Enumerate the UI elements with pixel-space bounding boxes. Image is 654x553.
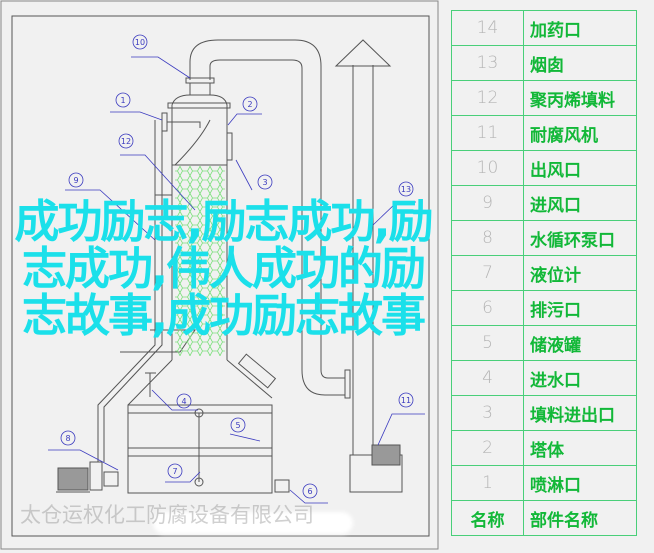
part-number: 10: [451, 150, 524, 186]
part-number: 12: [451, 80, 524, 116]
manhole: [237, 353, 277, 389]
drain-valve: [274, 479, 290, 493]
callout-1: 1: [120, 96, 125, 105]
outlet-pipe: [189, 39, 322, 370]
part-number: 2: [451, 430, 524, 466]
part-number: 9: [451, 185, 524, 221]
part-name: 填料进出口: [523, 395, 637, 431]
part-name: 水循环泵口: [523, 220, 637, 256]
callout-3: 3: [262, 178, 267, 187]
part-name: 液位计: [523, 255, 637, 291]
storage-tank: [127, 404, 273, 494]
part-name: 聚丙烯填料: [523, 80, 637, 116]
part-name: 烟囱: [523, 45, 637, 81]
callout-11: 11: [401, 396, 411, 405]
part-name: 加药口: [523, 10, 637, 46]
part-name: 进水口: [523, 360, 637, 396]
callout-10: 10: [135, 38, 145, 47]
callout-7: 7: [172, 467, 177, 476]
tower-body: [171, 94, 228, 360]
outer-border: [0, 0, 439, 550]
part-number: 5: [451, 325, 524, 361]
fan-flange: [344, 369, 351, 399]
header-num: 名称: [451, 500, 524, 536]
part-number: 11: [451, 115, 524, 151]
part-number: 1: [451, 465, 524, 501]
part-number: 4: [451, 360, 524, 396]
return-pipe: [97, 120, 163, 462]
part-number: 3: [451, 395, 524, 431]
part-number: 14: [451, 10, 524, 46]
callout-5: 5: [235, 421, 240, 430]
header-name: 部件名称: [523, 500, 637, 536]
part-name: 储液罐: [523, 325, 637, 361]
blurred-region: [153, 512, 353, 534]
part-name: 耐腐风机: [523, 115, 637, 151]
circulation-pump: [57, 467, 89, 491]
part-name: 排污口: [523, 290, 637, 326]
watermark: 太仓运权化工防腐设备有限公司: [20, 503, 314, 527]
drawing-frame: [11, 15, 430, 537]
spray-flange: [161, 112, 168, 132]
part-name: 喷淋口: [523, 465, 637, 501]
exhaust-fan: [371, 444, 401, 466]
callout-12: 12: [121, 137, 131, 146]
callout-8: 8: [65, 434, 70, 443]
side-port: [226, 132, 233, 161]
part-name: 塔体: [523, 430, 637, 466]
part-number: 6: [451, 290, 524, 326]
callout-9: 9: [73, 176, 78, 185]
part-number: 13: [451, 45, 524, 81]
callout-13: 13: [401, 185, 411, 194]
callout-2: 2: [247, 100, 252, 109]
callout-6: 6: [307, 487, 312, 496]
table-header-row: 名称 部件名称: [451, 500, 637, 536]
part-name: 出风口: [523, 150, 637, 186]
callout-4: 4: [181, 397, 186, 406]
part-name: 进风口: [523, 185, 637, 221]
part-number: 8: [451, 220, 524, 256]
chimney: [334, 39, 392, 455]
overlay-title: 成功励志,励志成功,励志成功,伟人成功的励志故事,成功励志故事: [14, 195, 433, 342]
outlet-flange: [185, 77, 215, 84]
part-number: 7: [451, 255, 524, 291]
